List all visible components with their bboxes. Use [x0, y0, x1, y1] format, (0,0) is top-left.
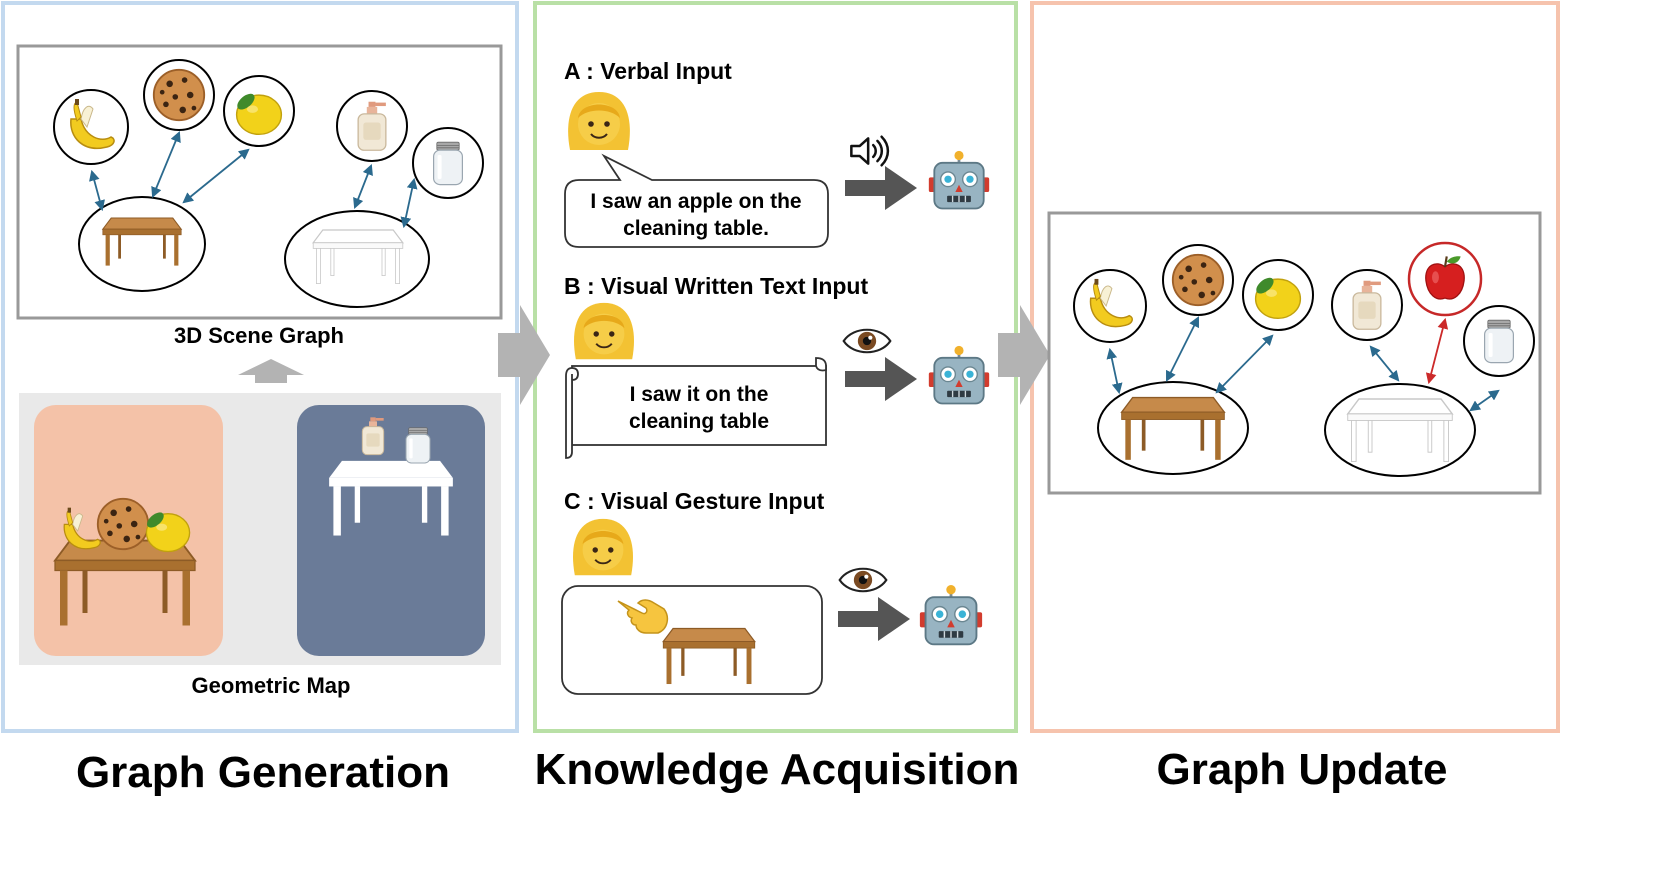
robot-icon: [927, 150, 991, 210]
written-line-1: I saw it on the: [630, 383, 769, 406]
geometric-map: [19, 393, 501, 665]
jar-room: [297, 405, 485, 656]
verbal-arrow: [845, 166, 917, 210]
gesture-input-label: C : Visual Gesture Input: [564, 488, 825, 514]
jar-icon: [1483, 319, 1515, 364]
map-cookie-icon: [96, 497, 150, 551]
woman-icon: [567, 91, 631, 151]
scene-graph: [16, 44, 503, 320]
woman-icon: [572, 517, 634, 577]
graph-update-title: Graph Update: [1157, 745, 1448, 794]
geometric-map-label: Geometric Map: [192, 673, 351, 698]
new-apple-edge: [1425, 317, 1449, 385]
verbal-line-1: I saw an apple on the: [590, 190, 801, 213]
scene-graph-label: 3D Scene Graph: [174, 323, 344, 348]
knowledge-acquisition-title: Knowledge Acquisition: [535, 745, 1020, 794]
woman-icon: [573, 301, 635, 361]
jar-icon: [433, 141, 463, 186]
verbal-line-2: cleaning table.: [623, 217, 769, 240]
robot-icon: [918, 584, 984, 646]
scroll: [565, 357, 827, 459]
cookie-icon: [152, 68, 206, 122]
map-jar-icon: [405, 426, 431, 464]
updated-scene-graph: [1047, 211, 1542, 495]
robot-icon: [927, 345, 991, 405]
graph-generation-title: Graph Generation: [76, 748, 450, 797]
gesture-arrow: [838, 597, 910, 641]
verbal-input-label: A : Verbal Input: [564, 58, 732, 84]
eye-icon: [838, 567, 888, 593]
eye-icon: [842, 328, 892, 354]
written-arrow: [845, 357, 917, 401]
flow-arrow-2: [998, 305, 1050, 405]
up-arrow: [238, 359, 304, 383]
cookie-icon: [1171, 253, 1225, 307]
written-line-2: cleaning table: [629, 410, 769, 433]
speaker-icon: [850, 135, 890, 167]
flow-arrow-1: [498, 305, 550, 405]
written-input-label: B : Visual Written Text Input: [564, 273, 868, 299]
speech-bubble: [564, 153, 829, 248]
